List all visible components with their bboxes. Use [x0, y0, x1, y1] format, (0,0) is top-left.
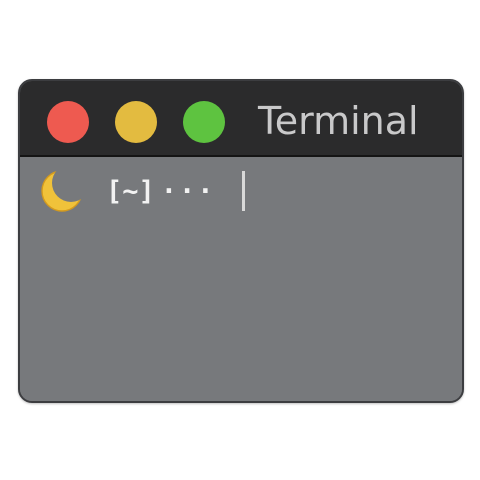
close-button[interactable] [47, 101, 89, 143]
window-title: Terminal [258, 99, 419, 143]
prompt-cwd: [~] [106, 175, 155, 207]
prompt-line: [~] ··· [40, 167, 216, 215]
crescent-moon-icon [41, 170, 83, 212]
title-bar[interactable]: Terminal [20, 81, 462, 157]
zoom-button[interactable] [183, 101, 225, 143]
prompt-dots: ··· [160, 175, 216, 207]
minimize-button[interactable] [115, 101, 157, 143]
terminal-content[interactable]: [~] ··· [20, 157, 462, 401]
text-cursor [242, 171, 245, 211]
terminal-window: Terminal [~] ··· [18, 79, 464, 403]
